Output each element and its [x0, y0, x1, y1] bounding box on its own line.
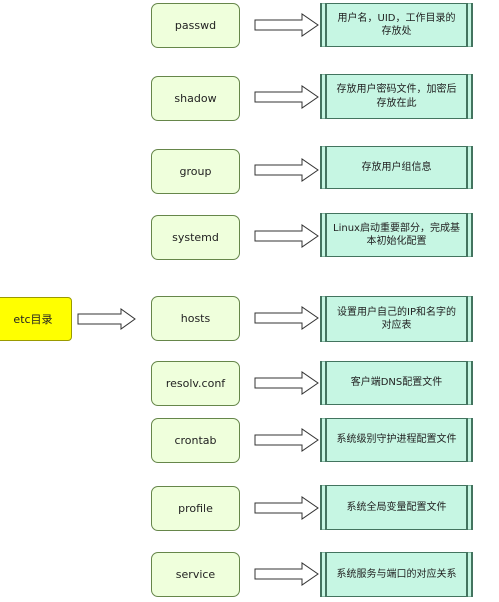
arrow-profile	[254, 496, 319, 520]
description-text: 设置用户自己的IP和名字的对应表	[337, 306, 456, 332]
file-name: group	[179, 165, 212, 178]
description-text: 客户端DNS配置文件	[350, 377, 443, 389]
description-node-profile: 系统全局变量配置文件	[320, 485, 473, 530]
description-node-resolv-conf: 客户端DNS配置文件	[320, 361, 473, 405]
arrow-crontab	[254, 428, 319, 452]
arrow-systemd	[254, 224, 319, 248]
file-name: profile	[178, 502, 213, 515]
file-name: systemd	[172, 231, 219, 244]
file-node-systemd: systemd	[151, 215, 240, 260]
description-text: 系统服务与端口的对应关系	[336, 568, 457, 580]
file-name: crontab	[174, 434, 217, 447]
arrow-service	[254, 562, 319, 586]
description-text: 存放用户组信息	[361, 161, 432, 173]
description-text: 用户名，UID，工作目录的存放处	[337, 12, 456, 38]
file-name: passwd	[174, 19, 217, 32]
root-to-files-arrow	[77, 308, 136, 330]
arrow-group	[254, 158, 319, 182]
file-node-passwd: passwd	[151, 3, 240, 48]
file-node-service: service	[151, 552, 240, 597]
file-name: service	[175, 568, 216, 581]
description-node-crontab: 系统级别守护进程配置文件	[320, 418, 473, 462]
arrow-resolv-conf	[254, 371, 319, 395]
etc-root-node: etc目录	[0, 297, 72, 341]
description-node-service: 系统服务与端口的对应关系	[320, 552, 473, 597]
description-node-systemd: Linux启动重要部分，完成基本初始化配置	[320, 213, 473, 257]
file-node-hosts: hosts	[151, 296, 240, 341]
file-name: resolv.conf	[165, 377, 226, 390]
arrow-hosts	[254, 306, 319, 330]
description-text: 系统全局变量配置文件	[346, 501, 447, 513]
file-name: hosts	[180, 312, 211, 325]
description-text: Linux启动重要部分，完成基本初始化配置	[333, 222, 460, 248]
arrow-passwd	[254, 13, 319, 37]
description-node-shadow: 存放用户密码文件，加密后存放在此	[320, 74, 473, 119]
description-text: 存放用户密码文件，加密后存放在此	[336, 84, 457, 109]
file-node-group: group	[151, 149, 240, 194]
description-node-passwd: 用户名，UID，工作目录的存放处	[320, 3, 473, 47]
file-node-crontab: crontab	[151, 418, 240, 463]
file-node-shadow: shadow	[151, 76, 240, 121]
file-name: shadow	[174, 92, 217, 105]
description-node-group: 存放用户组信息	[320, 146, 473, 189]
description-text: 系统级别守护进程配置文件	[336, 434, 457, 446]
etc-root-label: etc目录	[13, 313, 53, 326]
file-node-profile: profile	[151, 486, 240, 531]
file-node-resolv-conf: resolv.conf	[151, 361, 240, 406]
arrow-shadow	[254, 85, 319, 109]
description-node-hosts: 设置用户自己的IP和名字的对应表	[320, 296, 473, 342]
